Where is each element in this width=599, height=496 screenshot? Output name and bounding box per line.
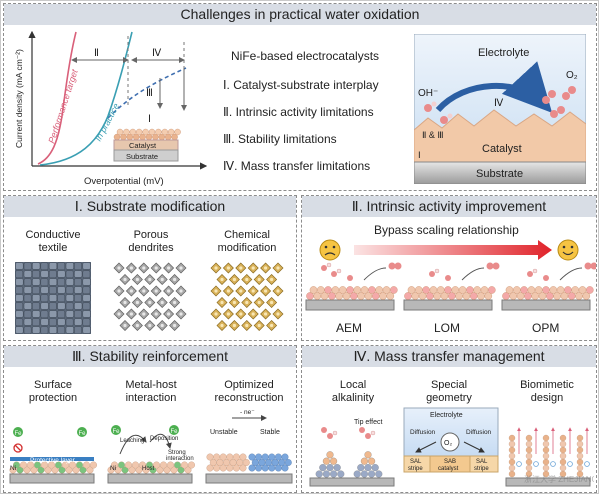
aem-label: AEM — [336, 321, 362, 335]
region-ii-label: Ⅱ — [94, 48, 99, 59]
svg-text:Ni: Ni — [110, 465, 116, 472]
chart-axes — [28, 30, 208, 170]
svg-text:Fe: Fe — [79, 431, 87, 437]
university-watermark: 浙江大学 ZHEJIANG UNIVERSITY — [524, 475, 594, 484]
mini-catalyst-label: Catalyst — [129, 141, 157, 150]
reaction-arrow — [435, 61, 553, 113]
practice-curve — [39, 31, 133, 166]
panel-i-title: Ⅰ. Substrate modification — [4, 196, 296, 217]
hydroxide-ions — [424, 101, 453, 124]
scheme-substrate-label: Substrate — [476, 168, 523, 180]
stripe-left-label: stripe — [408, 466, 423, 472]
scheme-ii-iii-label: Ⅱ & Ⅲ — [422, 130, 444, 140]
interaction-label: interaction — [166, 456, 194, 462]
interface-scheme: Electrolyte Catalyst Substrate OH⁻ O₂ Ⅳ … — [414, 34, 586, 184]
panel-iv-title: Ⅳ. Mass transfer management — [302, 346, 596, 367]
svg-text:Fe: Fe — [15, 431, 23, 437]
sal-left-label: SAL — [410, 459, 422, 465]
challenge-iii: Ⅲ. Stability limitations — [223, 132, 337, 146]
scheme-catalyst-label: Catalyst — [482, 143, 522, 155]
scaling-diagram: Bypass scaling relationship AEM LOM OPM — [305, 223, 596, 335]
y-axis-label: Current density (mA cm⁻²) — [14, 49, 24, 148]
o2-bubble — [440, 432, 460, 452]
stability-diagram: Protective layer Fe Fe Ni Fe Fe Leaching… — [9, 409, 293, 484]
top-panel: Challenges in practical water oxidation … — [3, 3, 597, 191]
region-iv-label: Ⅳ — [152, 48, 162, 59]
lom-label: LOM — [434, 321, 460, 335]
porous-dendrites-image — [113, 262, 187, 331]
unstable-label: Unstable — [210, 429, 238, 436]
sal-right-label: SAL — [476, 459, 488, 465]
leaching-label: Leaching — [120, 438, 144, 444]
challenge-ii: Ⅱ. Intrinsic activity limitations — [223, 105, 374, 119]
fe-atom-right — [77, 427, 87, 437]
scheme-electrolyte-label: Electrolyte — [478, 47, 529, 59]
hydroxide-label: OH⁻ — [418, 88, 438, 99]
strong-label: Strong — [168, 450, 186, 456]
panel-intrinsic-activity: Ⅱ. Intrinsic activity improvement Bypass… — [301, 195, 597, 341]
geometry-o2-label: O₂ — [444, 440, 452, 447]
bypass-arrow — [354, 240, 552, 260]
panel-iii-title: Ⅲ. Stability reinforcement — [4, 346, 296, 367]
region-iii-label: Ⅲ — [146, 88, 153, 99]
host-label: Host — [142, 466, 155, 472]
figure-title: Challenges in practical water oxidation — [4, 4, 596, 25]
limited-curve — [107, 67, 187, 119]
sab-catalyst-label: catalyst — [438, 466, 459, 472]
fe-atom-deposited — [169, 425, 179, 435]
opm-label: OPM — [532, 321, 559, 335]
stable-label: Stable — [260, 429, 280, 436]
scheme-iv-label: Ⅳ — [494, 98, 504, 109]
electron-label: - ne⁻ — [240, 409, 255, 416]
target-curve — [37, 31, 77, 165]
protective-layer-label: Protective layer — [30, 457, 76, 464]
blocked-icon — [13, 443, 23, 453]
bypass-label: Bypass scaling relationship — [374, 223, 519, 237]
region-i-label: Ⅰ — [148, 114, 151, 125]
challenge-iv: Ⅳ. Mass transfer limitations — [223, 159, 371, 173]
scheme-i-label: Ⅰ — [418, 150, 421, 160]
x-axis-label: Overpotential (mV) — [84, 176, 164, 187]
conductive-textile-image — [15, 262, 91, 334]
target-curve-label: Performance target — [46, 68, 79, 145]
challenge-i: Ⅰ. Catalyst-substrate interplay — [223, 78, 379, 92]
happy-face-icon — [557, 239, 579, 261]
sad-face-icon — [319, 239, 341, 261]
deposition-label: Deposition — [150, 436, 178, 442]
diffusion-right-label: Diffusion — [466, 429, 492, 436]
sab-label: SAB — [444, 459, 456, 465]
fe-atom-left — [13, 427, 23, 437]
svg-text:Fe: Fe — [113, 429, 121, 435]
tip-effect-label: Tip effect — [354, 419, 382, 426]
chemical-modification-image — [210, 262, 284, 331]
mini-catalyst-stack: Catalyst Substrate — [113, 128, 181, 162]
mass-transfer-diagram: Tip effect Electrolyte Diffusion Diffusi… — [309, 407, 591, 487]
oxygen-label: O₂ — [566, 70, 578, 81]
oxygen-molecules — [542, 86, 576, 118]
fe-atom-host — [111, 425, 121, 435]
svg-text:Fe: Fe — [171, 429, 179, 435]
list-title: NiFe-based electrocatalysts — [231, 49, 380, 63]
geometry-electrolyte-label: Electrolyte — [430, 412, 463, 419]
panel-ii-title: Ⅱ. Intrinsic activity improvement — [302, 196, 596, 217]
diffusion-left-label: Diffusion — [410, 429, 436, 436]
polarization-chart: Current density (mA cm⁻²) Overpotential … — [14, 30, 208, 187]
stripe-right-label: stripe — [474, 466, 489, 472]
mini-substrate-label: Substrate — [126, 152, 158, 161]
svg-text:Ni: Ni — [10, 465, 16, 472]
